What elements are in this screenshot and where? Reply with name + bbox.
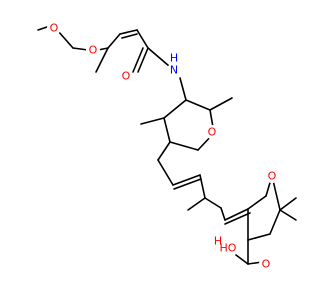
bond (95, 47, 109, 73)
bond (57, 30, 74, 49)
atom-oxygen: O (50, 22, 59, 35)
bond (157, 141, 171, 161)
bond (279, 209, 297, 221)
atom-oxygen: O (268, 170, 277, 183)
bond (163, 99, 187, 119)
atom-bg (167, 63, 181, 77)
bond (119, 29, 138, 35)
bond (179, 77, 187, 101)
bond (220, 207, 226, 221)
bond (172, 174, 201, 186)
bond (209, 97, 233, 111)
atom-bg (119, 69, 133, 83)
atom-oxygen: O (262, 258, 271, 271)
bond (169, 141, 199, 151)
atom-oxygen: O (208, 126, 217, 139)
atom-bg (259, 257, 273, 271)
bond (157, 159, 174, 186)
bond (247, 195, 267, 210)
molecule-structure: O O O N H O O HO H O (37, 21, 297, 271)
atom-nitrogen: N (170, 64, 178, 77)
atom-bg (205, 125, 219, 139)
atom-bg (219, 239, 237, 257)
bond (204, 197, 222, 209)
bond (187, 197, 206, 211)
bond (269, 209, 281, 235)
atom-bg (265, 169, 279, 183)
atom-hydrogen: H (214, 235, 222, 248)
bond (140, 117, 165, 125)
bond (137, 47, 149, 73)
bond (173, 178, 202, 190)
atom-hydrogen: H (170, 52, 178, 65)
bond (132, 47, 144, 73)
bond (163, 117, 171, 143)
bond (247, 233, 271, 241)
bond (235, 254, 249, 265)
atom-bg (86, 43, 100, 57)
atom-bg (47, 21, 61, 35)
bond (199, 174, 206, 199)
bond (107, 33, 121, 49)
bond (72, 47, 89, 51)
bond (224, 208, 249, 221)
bond-layer (37, 25, 297, 265)
atom-oxygen: O (122, 70, 131, 83)
atom-hydroxyl: HO (220, 242, 237, 255)
bond (224, 212, 251, 225)
bond (121, 33, 138, 39)
atom-oxygen: O (89, 44, 98, 57)
bond (279, 197, 297, 211)
bond (147, 47, 170, 67)
atom-label-layer: O O O N H O O HO H O (47, 21, 279, 271)
bond (185, 99, 211, 111)
bond (136, 29, 149, 49)
